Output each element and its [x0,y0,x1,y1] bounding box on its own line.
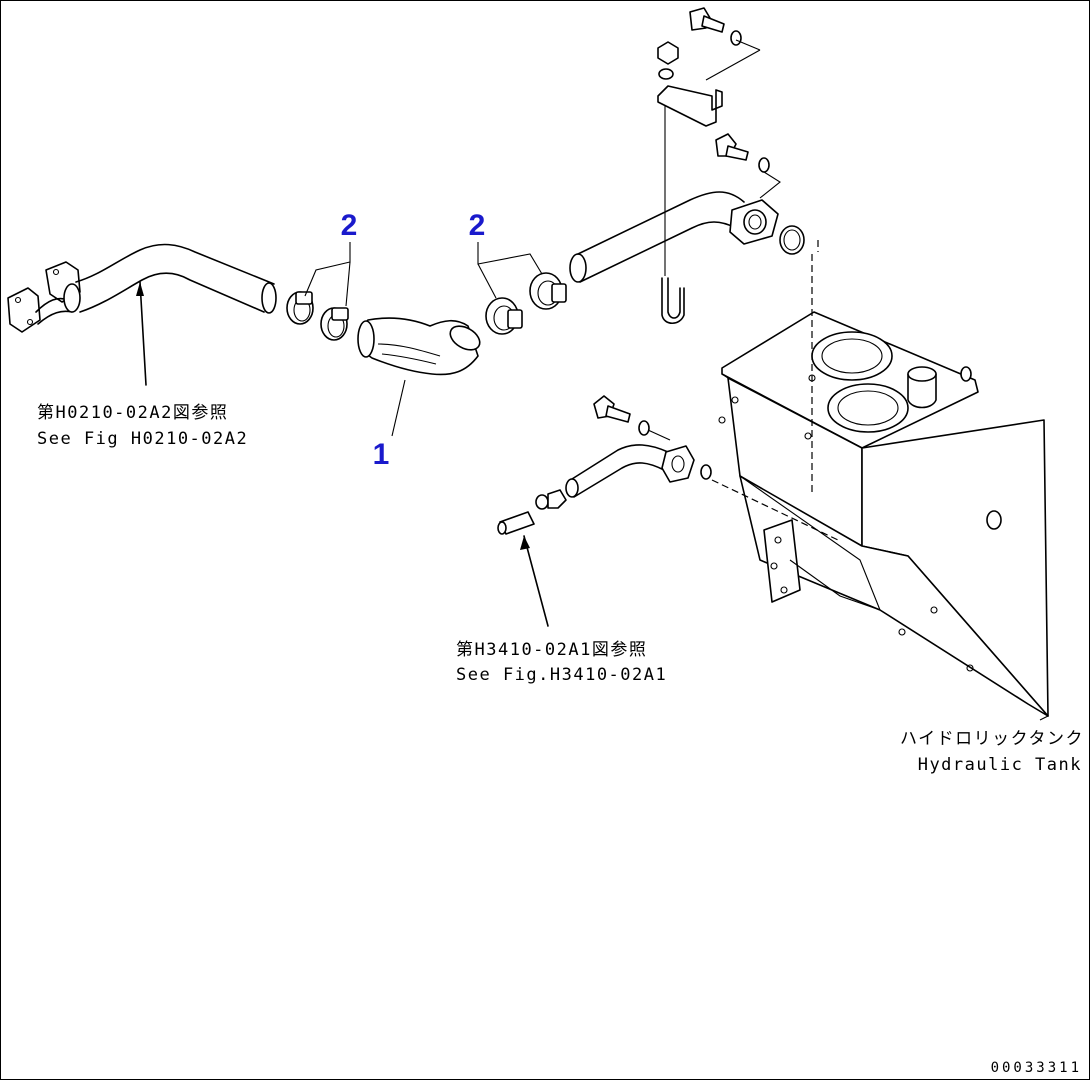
clamp-right-b [529,272,567,310]
hydraulic-tank [711,240,1049,721]
tank-label-jp: ハイドロリックタンク [900,729,1084,749]
clamp-right-a [485,297,523,335]
callout-clamps-left: 2 [341,209,358,242]
ref-lower-jp: 第H3410-02A1図参照 [456,640,647,660]
clamp-left-b [320,307,349,341]
callout-hose: 1 [373,438,390,471]
bracket-assembly [657,7,781,199]
ref-upper-jp: 第H0210-02A2図参照 [37,403,228,423]
tank-outlet-pipe [569,100,805,325]
left-pipe [7,243,277,386]
callout-clamps-right: 2 [469,209,486,242]
hose-item-1 [357,317,481,437]
clamp-left-a [286,291,314,325]
drawing-number: 00033311 [991,1060,1082,1076]
ref-lower-en: See Fig.H3410-02A1 [456,665,667,685]
clamp-left-leader [304,242,351,307]
ref-upper-en: See Fig H0210-02A2 [37,429,248,449]
tank-label-en: Hydraulic Tank [918,755,1082,775]
clamp-right-leader [477,242,543,299]
return-pipe [497,395,712,627]
